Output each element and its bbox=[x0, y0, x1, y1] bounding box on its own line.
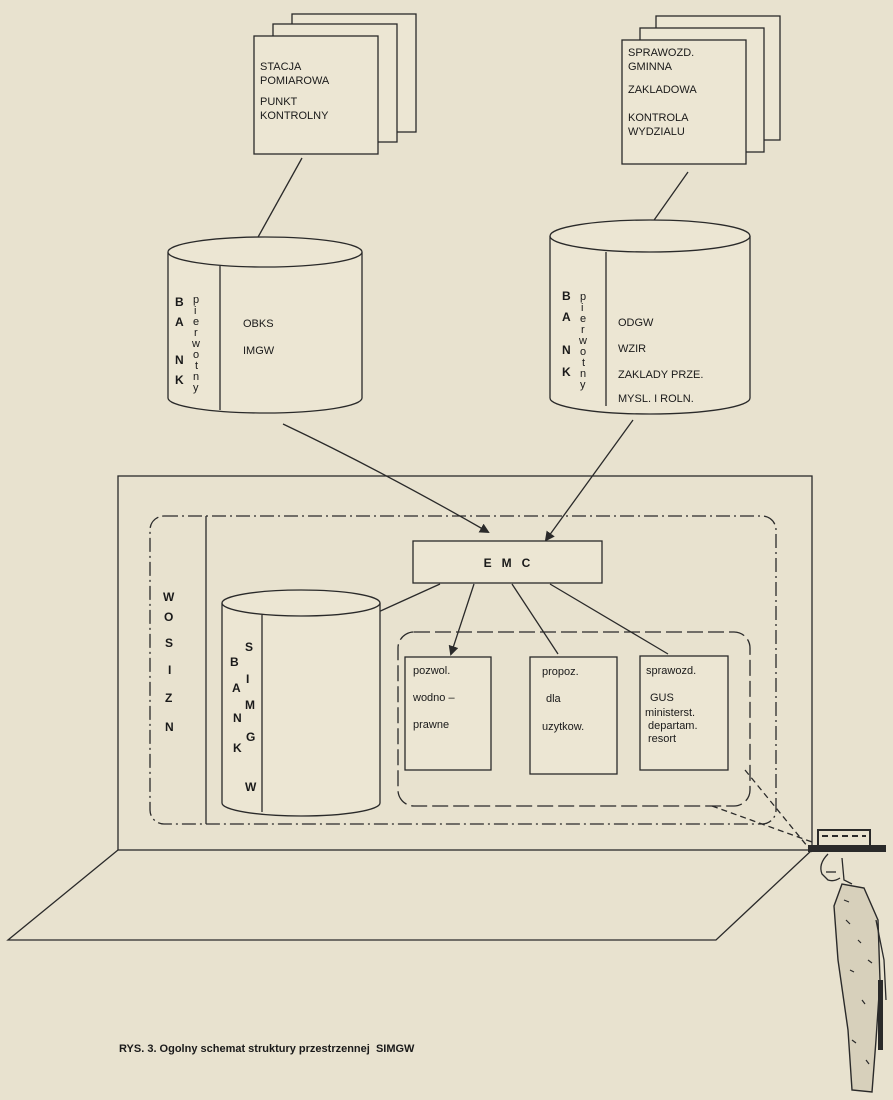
doc-left-line-3: PUNKT bbox=[260, 96, 298, 108]
output-2-line-1: propoz. bbox=[542, 666, 579, 678]
arrow-right-bank-to-emc bbox=[546, 420, 633, 540]
wosizn-label: W O S I Z N bbox=[163, 590, 175, 734]
bank-right-item-3: ZAKLADY PRZE. bbox=[618, 369, 703, 381]
doc-left-line-1: STACJA bbox=[260, 61, 302, 73]
arrow-emc-to-output-2 bbox=[512, 584, 558, 654]
arrow-emc-to-output-3 bbox=[550, 584, 668, 654]
svg-text:O: O bbox=[164, 610, 173, 624]
svg-text:K: K bbox=[175, 373, 184, 387]
svg-text:y: y bbox=[580, 379, 586, 391]
document-stack-right: SPRAWOZD. GMINNA ZAKLADOWA KONTROLA WYDZ… bbox=[622, 16, 780, 164]
output-3-line-3: ministerst. bbox=[645, 707, 695, 719]
sightline-2 bbox=[712, 806, 812, 842]
output-3-line-4: departam. bbox=[648, 720, 698, 732]
svg-text:B: B bbox=[562, 289, 571, 303]
user-figure bbox=[808, 830, 886, 1092]
output-1-line-3: prawne bbox=[413, 719, 449, 731]
bank-left-cylinder: B A N K p i e r w o t n y OBKS IMGW bbox=[168, 237, 362, 413]
output-2-line-2: dla bbox=[546, 693, 562, 705]
doc-right-line-2: GMINNA bbox=[628, 61, 673, 73]
output-3-line-5: resort bbox=[648, 733, 676, 745]
svg-text:N: N bbox=[165, 720, 174, 734]
svg-text:A: A bbox=[232, 681, 241, 695]
bank-simgw-cylinder: B A N K S I M G W bbox=[222, 590, 380, 816]
output-1-line-2: wodno – bbox=[412, 692, 455, 704]
svg-text:S: S bbox=[245, 640, 253, 654]
svg-text:B: B bbox=[175, 295, 184, 309]
svg-text:A: A bbox=[562, 310, 571, 324]
svg-text:W: W bbox=[245, 780, 257, 794]
svg-text:W: W bbox=[163, 590, 175, 604]
svg-text:I: I bbox=[246, 672, 249, 686]
svg-text:M: M bbox=[245, 698, 255, 712]
arrow-docs-to-left-bank bbox=[252, 158, 302, 248]
svg-text:N: N bbox=[175, 353, 184, 367]
bank-left-item-1: OBKS bbox=[243, 318, 274, 330]
svg-text:A: A bbox=[175, 315, 184, 329]
emc-label: E M C bbox=[484, 556, 531, 570]
svg-text:I: I bbox=[168, 663, 171, 677]
output-2-line-3: uzytkow. bbox=[542, 721, 584, 733]
svg-text:S: S bbox=[165, 636, 173, 650]
svg-text:G: G bbox=[246, 730, 255, 744]
doc-right-line-1: SPRAWOZD. bbox=[628, 47, 694, 59]
svg-text:N: N bbox=[233, 711, 242, 725]
svg-text:N: N bbox=[562, 343, 571, 357]
bank-right-item-4: MYSL. I ROLN. bbox=[618, 393, 694, 405]
bank-left-item-2: IMGW bbox=[243, 345, 275, 357]
svg-text:B: B bbox=[230, 655, 239, 669]
svg-text:Z: Z bbox=[165, 691, 172, 705]
doc-right-line-4: KONTROLA bbox=[628, 112, 689, 124]
doc-left-line-4: KONTROLNY bbox=[260, 110, 329, 122]
bank-right-item-1: ODGW bbox=[618, 317, 654, 329]
svg-text:K: K bbox=[562, 365, 571, 379]
doc-right-line-5: WYDZIALU bbox=[628, 126, 685, 138]
output-1-line-1: pozwol. bbox=[413, 665, 450, 677]
svg-text:K: K bbox=[233, 741, 242, 755]
output-3-line-2: GUS bbox=[650, 692, 674, 704]
output-3-line-1: sprawozd. bbox=[646, 665, 696, 677]
document-stack-left: STACJA POMIAROWA PUNKT KONTROLNY bbox=[254, 14, 416, 154]
arrow-emc-to-output-1 bbox=[451, 584, 474, 654]
svg-text:y: y bbox=[193, 382, 199, 394]
figure-caption: RYS. 3. Ogolny schemat struktury przestr… bbox=[119, 1043, 415, 1055]
doc-right-line-3: ZAKLADOWA bbox=[628, 84, 697, 96]
sightline-1 bbox=[745, 770, 812, 852]
bank-right-item-2: WZIR bbox=[618, 343, 646, 355]
bank-right-cylinder: B A N K p i e r w o t n y ODGW WZIR ZAKL… bbox=[550, 220, 750, 414]
doc-left-line-2: POMIAROWA bbox=[260, 75, 330, 87]
